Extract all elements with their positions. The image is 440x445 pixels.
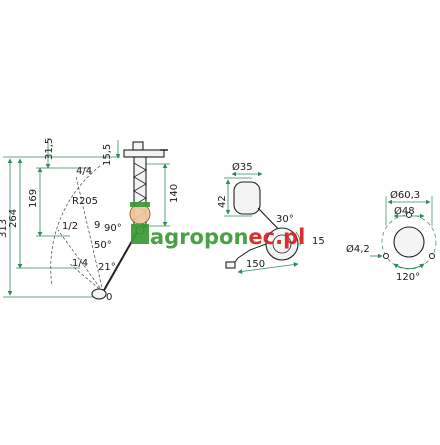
position-0-label: 0 [106, 292, 112, 303]
radius-label: R205 [72, 196, 98, 207]
bolt-hole-top [406, 212, 412, 218]
angle-21-label: 21° [98, 262, 116, 273]
dim-35-label: Ø35 [232, 161, 253, 173]
position-4-4-label: 4/4 [76, 166, 92, 177]
position-line-44 [75, 175, 104, 293]
dim-140-label: 140 [169, 184, 180, 203]
dim-60-3-label: Ø60,3 [390, 189, 420, 201]
dim-313-label: 313 [0, 219, 9, 238]
dim-169-label: 169 [28, 189, 39, 208]
angle-50-label: 50° [94, 240, 112, 251]
position-1-2-label: 1/2 [62, 221, 78, 232]
float-wire-plug [225, 261, 236, 269]
watermark-logo: agroponec.pl [129, 202, 305, 249]
dim-150-label: 150 [246, 259, 265, 270]
float-assembly: Ø35 42 150 30° 15 [217, 161, 325, 274]
mark-9-label: 9 [94, 220, 100, 231]
position-line-12 [57, 229, 104, 293]
float-body [233, 181, 261, 215]
dimension-150-line [237, 262, 299, 274]
angle-120-arc [393, 263, 425, 269]
bolt-hole-left [383, 253, 389, 259]
angle-30-label: 30° [276, 214, 294, 225]
dim-31-5-label: 31,5 [44, 138, 55, 160]
watermark-text: agroponec.pl [150, 225, 305, 249]
flange-view: Ø60,3 Ø48 Ø4,2 120° [346, 189, 437, 283]
dim-42-label: 42 [217, 195, 228, 208]
angle-90-label: 90° [104, 223, 122, 234]
float-pivot-inner [272, 234, 292, 254]
mascot-body [131, 224, 149, 244]
dim-4-2-label: Ø4,2 [346, 243, 370, 255]
angle-120-label: 120° [396, 272, 420, 283]
angle-30-arc [295, 231, 301, 247]
float-end [91, 288, 107, 300]
swing-arc [50, 165, 101, 287]
mascot-hat [130, 202, 150, 207]
dim-264-label: 264 [8, 209, 19, 228]
dim-15-label: 15 [312, 236, 325, 247]
bolt-hole-right [429, 253, 435, 259]
position-line-14 [69, 263, 104, 293]
position-1-4-label: 1/4 [72, 258, 88, 269]
dim-15-5-label: 15,5 [102, 144, 113, 166]
sender-head [123, 149, 165, 158]
sender-unit: 313 264 169 31,5 15,5 140 4/4 1/2 1/4 0 … [0, 138, 180, 303]
sender-connector [132, 141, 144, 151]
flange-bore [393, 226, 425, 258]
